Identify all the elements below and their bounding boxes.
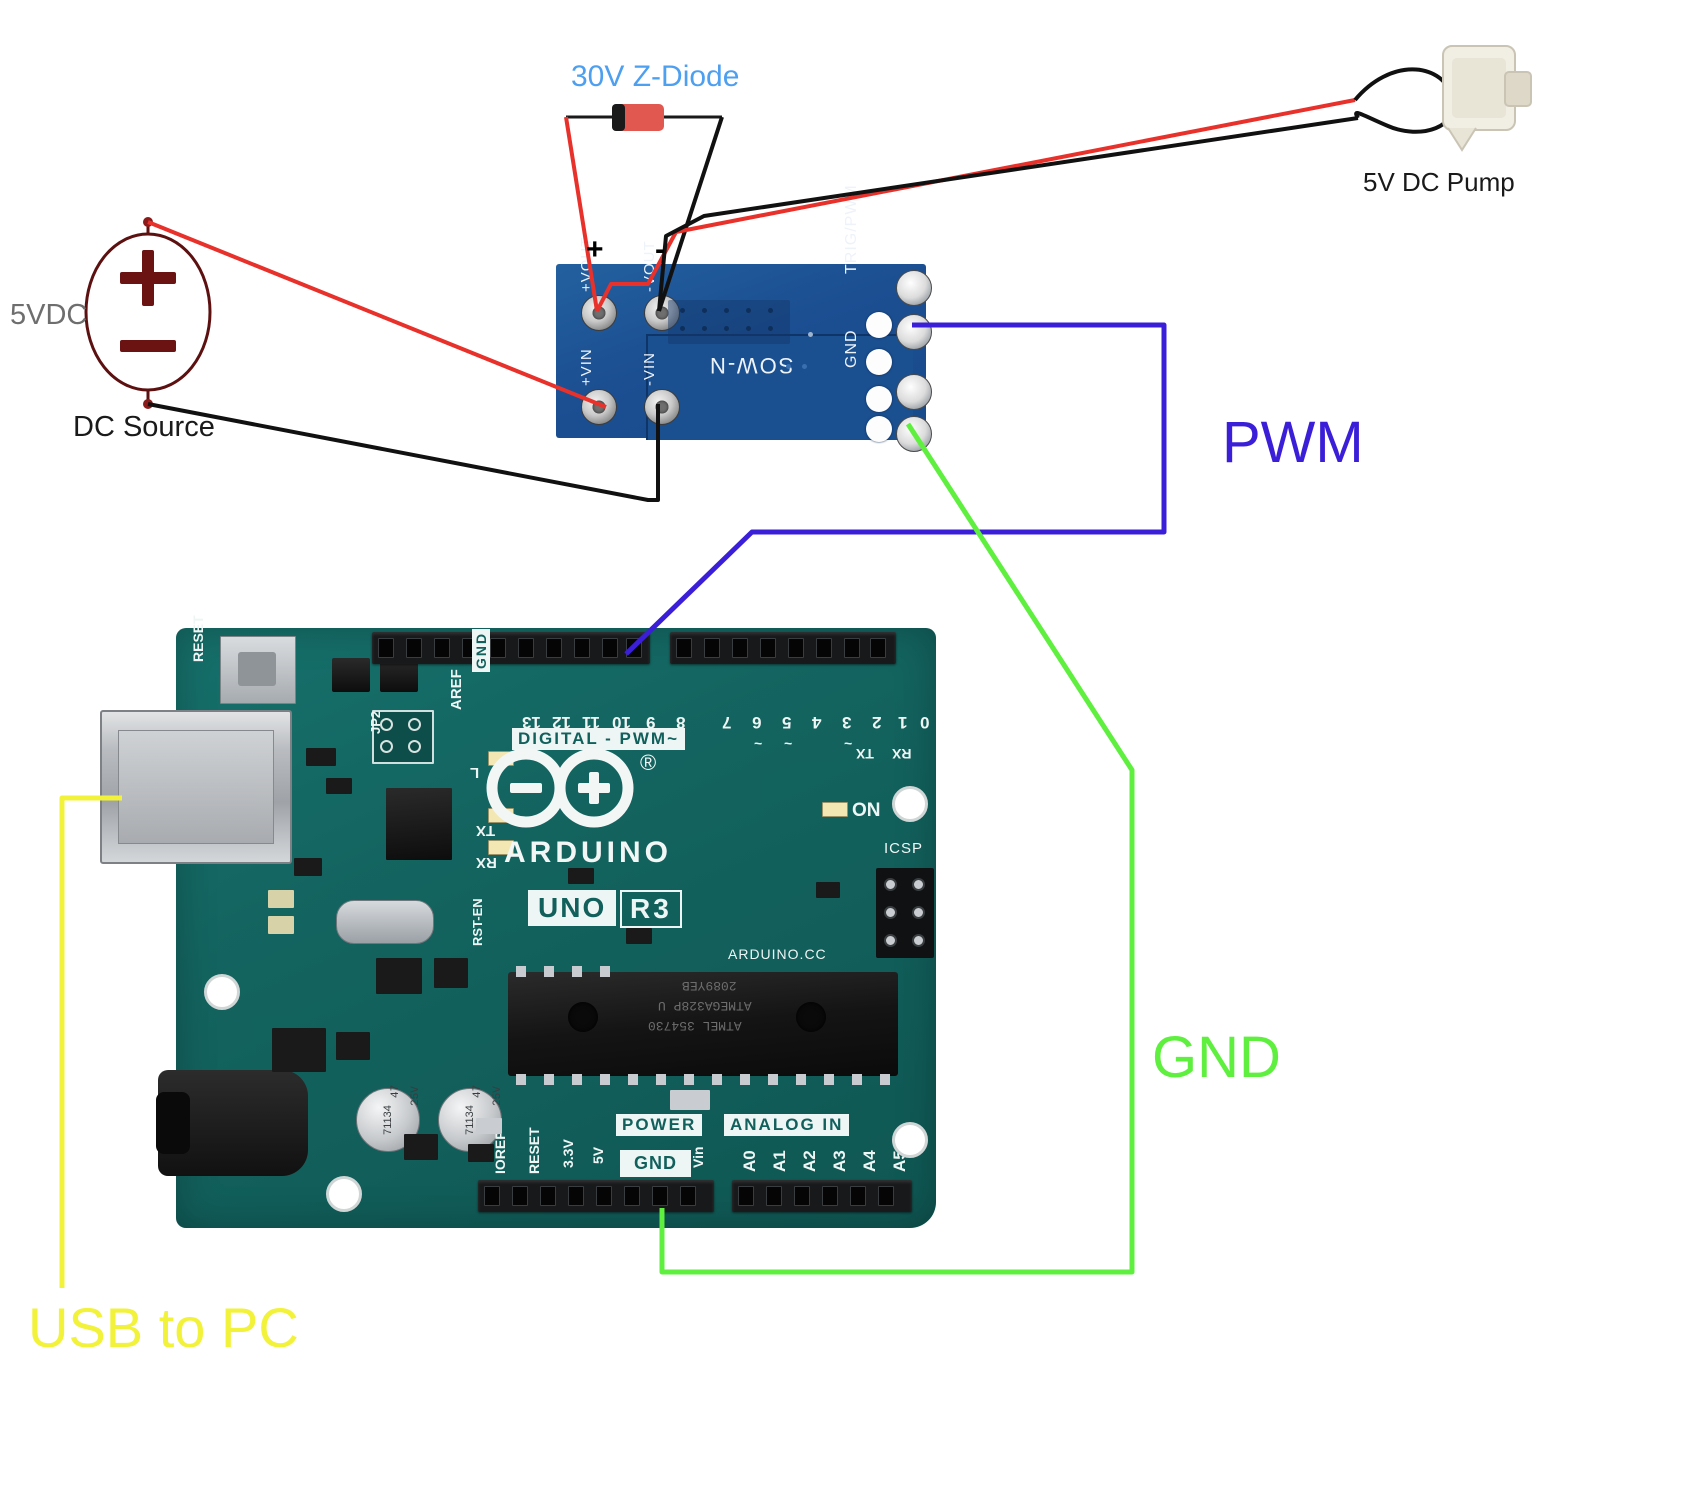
header-hole-4[interactable] — [866, 416, 892, 442]
label-zener-diode: 30V Z-Diode — [571, 60, 740, 93]
label-dc-source: DC Source — [73, 411, 215, 443]
terminal-module-gnd[interactable] — [896, 374, 932, 410]
power-header[interactable] — [478, 1180, 714, 1212]
wire-zener-to-vout-minus — [657, 116, 724, 312]
header-hole-3[interactable] — [866, 386, 892, 412]
power-on-led — [822, 802, 848, 817]
digital-header-left[interactable] — [372, 632, 650, 664]
wire-vout-plus-to-pump — [595, 98, 1356, 312]
dc-barrel-jack[interactable] — [156, 1070, 308, 1176]
n-mos-driver-module: +VOUT -VOUT +VIN -VIN SOW-N TRIG/PWM GND — [556, 184, 932, 452]
terminal-trig-pwm[interactable] — [896, 314, 932, 350]
arduino-uno-r3-board: RESET JP2 L TX RX RST-EN — [100, 615, 936, 1228]
label-source-voltage: 5VDC — [10, 299, 88, 331]
power-header-silk-label: POWER — [616, 1114, 703, 1136]
mounting-hole-bottom-right — [892, 1122, 928, 1158]
crystal-oscillator — [336, 900, 434, 944]
regulator-1 — [332, 658, 370, 692]
board-model-r3: R3 — [620, 890, 682, 928]
pad-vout-plus[interactable] — [581, 295, 617, 331]
mounting-hole-bottom-left — [326, 1176, 362, 1212]
power-pin-gnd[interactable]: GND — [620, 1150, 691, 1177]
pad-vin-plus[interactable] — [581, 389, 617, 425]
zener-diode-symbol — [566, 104, 722, 131]
icsp-label: ICSP — [884, 840, 924, 857]
label-pwm: PWM — [1222, 410, 1364, 475]
label-terminal-minus: - — [655, 233, 665, 266]
label-gnd: GND — [1152, 1025, 1281, 1090]
arduino-infinity-logo — [486, 748, 634, 828]
dc-source-symbol — [84, 217, 212, 409]
label-dc-pump: 5V DC Pump — [1363, 167, 1515, 197]
label-terminal-plus: + — [586, 233, 604, 266]
usb-b-jack[interactable] — [100, 710, 292, 864]
arduino-cc-label: ARDUINO.CC — [728, 946, 827, 962]
board-model-uno: UNO — [528, 890, 617, 926]
module-mounting-hole-top — [896, 270, 932, 306]
registered-mark: ® — [640, 750, 659, 775]
digital-header-right[interactable] — [670, 632, 896, 664]
arduino-wordmark: ARDUINO — [504, 836, 672, 869]
wire-source-plus-to-vin-plus — [147, 220, 607, 409]
reset-button-cap[interactable] — [238, 652, 276, 686]
analog-header-silk-label: ANALOG IN — [724, 1114, 850, 1136]
wire-usb-to-pc — [59, 795, 122, 1288]
digital-header-silk-label: DIGITAL - PWM~ — [512, 728, 686, 750]
label-usb-to-pc: USB to PC — [28, 1296, 299, 1359]
led-rx — [488, 840, 514, 855]
analog-header[interactable] — [732, 1180, 912, 1212]
module-chip-area — [668, 300, 790, 344]
header-hole-1[interactable] — [866, 312, 892, 338]
wire-trigpwm-to-d10 — [624, 322, 1167, 656]
dc-pump — [1353, 45, 1532, 152]
wire-source-minus-to-vin-minus — [147, 402, 660, 502]
header-hole-2[interactable] — [866, 349, 892, 375]
on-led-label: ON — [852, 800, 881, 821]
usb-serial-chip — [386, 788, 452, 860]
mounting-hole-top-right — [892, 786, 928, 822]
wire-vout-minus-to-pump — [657, 116, 1359, 312]
wire-module-gnd-to-board-gnd — [659, 422, 1135, 1275]
wire-zener-to-vout-plus — [564, 116, 599, 312]
atmega328p-mcu: 2089YEB ATMEGA328P U ATMEL 354730 — [508, 972, 898, 1076]
mounting-hole-left — [204, 974, 240, 1010]
